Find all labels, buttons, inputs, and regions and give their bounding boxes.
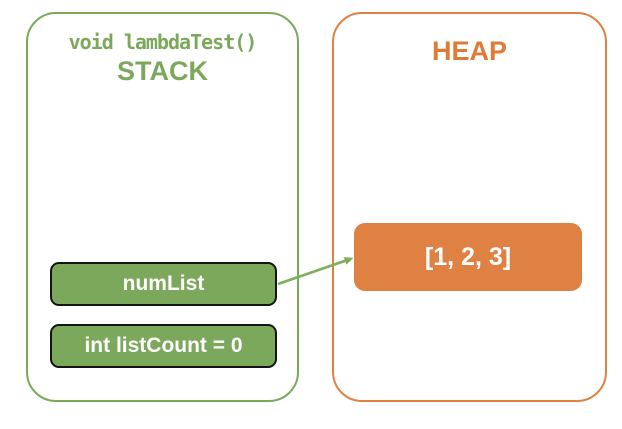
stack-title: STACK: [117, 56, 208, 86]
heap-object-box: [1, 2, 3]: [354, 223, 582, 291]
variable-box-numlist: numList: [50, 262, 277, 306]
heap-region: HEAP: [332, 12, 607, 402]
heap-title: HEAP: [431, 36, 507, 66]
variable-box-listcount: int listCount = 0: [50, 324, 277, 368]
function-signature: void lambdaTest(): [68, 30, 258, 54]
